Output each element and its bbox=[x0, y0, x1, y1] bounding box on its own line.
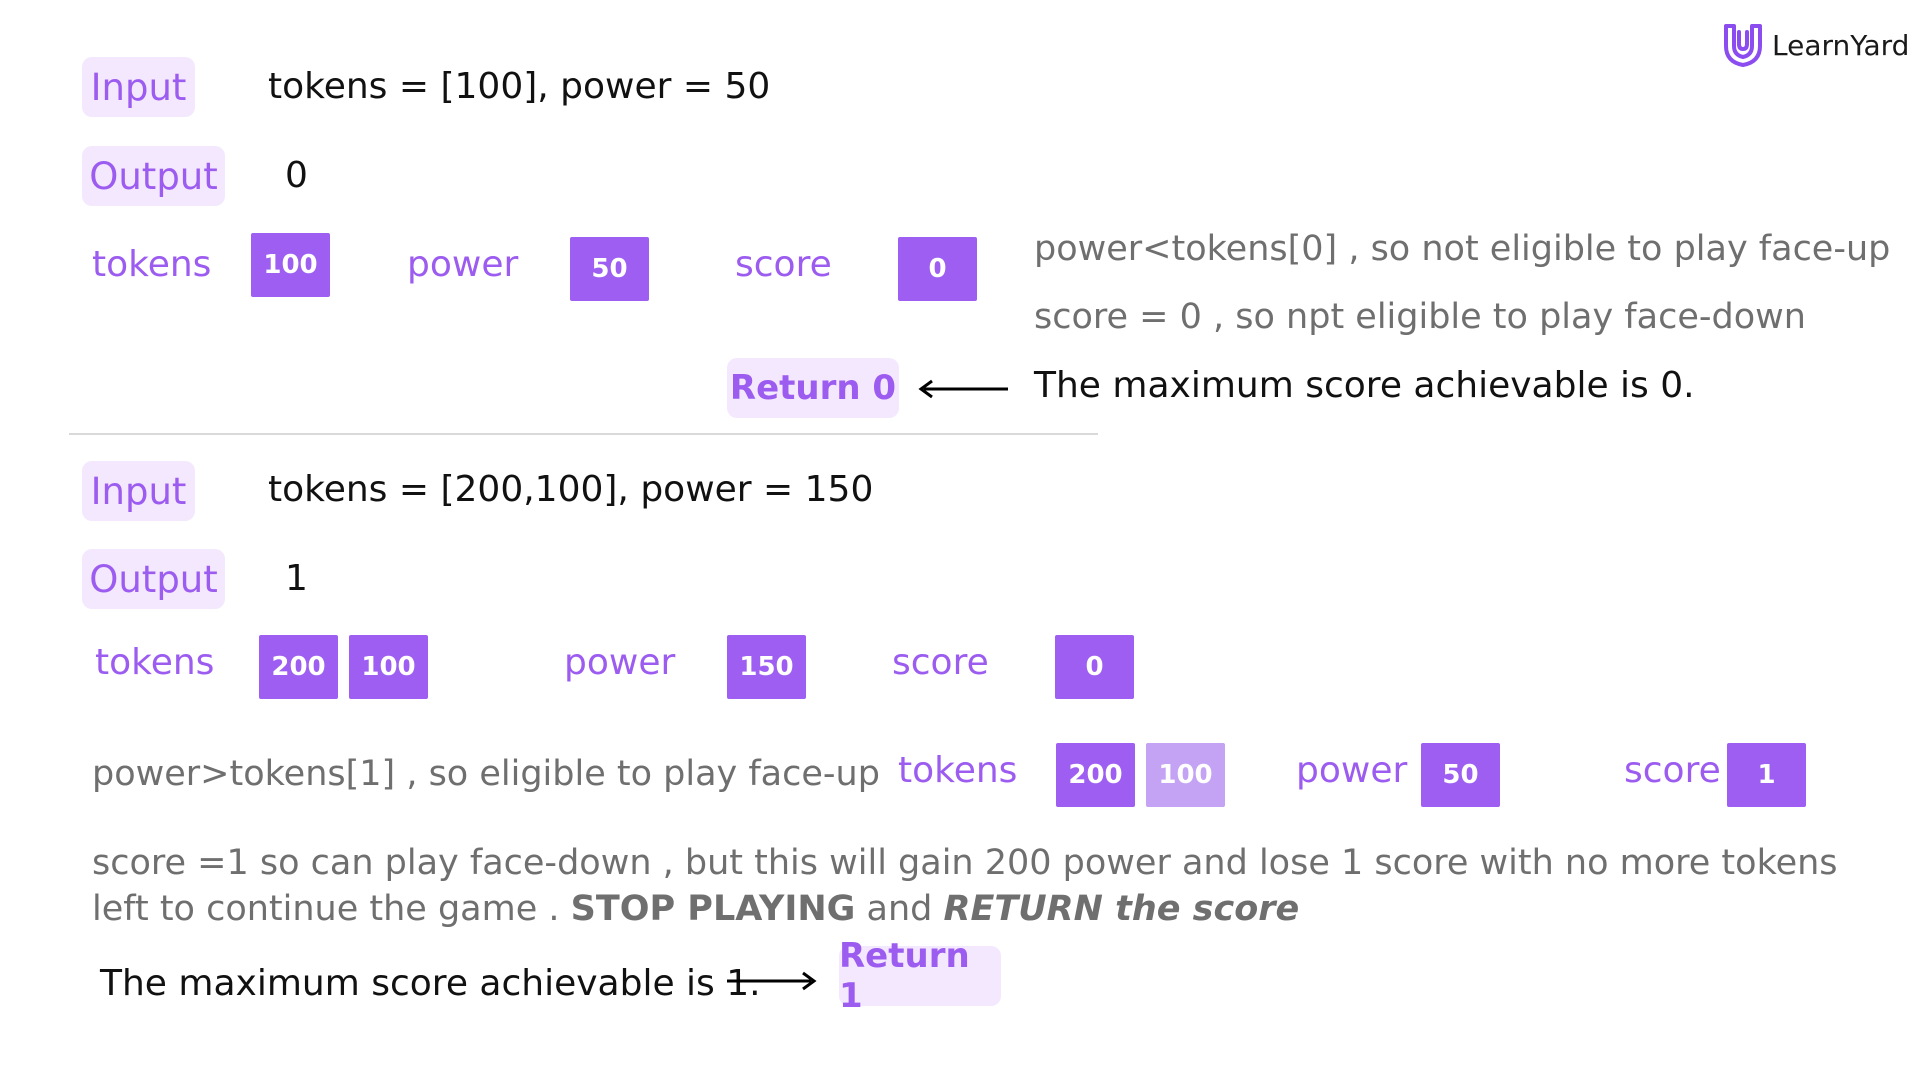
score-label-1: score bbox=[735, 244, 832, 285]
after-power-label: power bbox=[1296, 750, 1408, 791]
token-cell-2-0: 200 bbox=[259, 635, 338, 699]
after-token-cell-0: 200 bbox=[1056, 743, 1135, 807]
output-value-2: 1 bbox=[285, 558, 308, 599]
section-divider bbox=[69, 433, 1098, 435]
score-value-1: 0 bbox=[898, 237, 977, 301]
conclusion-2: The maximum score achievable is 1. bbox=[100, 963, 761, 1004]
output-label-2: Output bbox=[82, 549, 225, 609]
logo-text: LearnYard bbox=[1772, 28, 1910, 62]
return-badge-1: Return 0 bbox=[727, 358, 899, 418]
explanation-paragraph: score =1 so can play face-down , but thi… bbox=[92, 840, 1872, 932]
after-score-value: 1 bbox=[1727, 743, 1806, 807]
score-value-2: 0 bbox=[1055, 635, 1134, 699]
token-cell-1-0: 100 bbox=[251, 233, 330, 297]
after-power-value: 50 bbox=[1421, 743, 1500, 807]
input-value-1: tokens = [100], power = 50 bbox=[268, 66, 771, 107]
return-score-text: RETURN the score bbox=[943, 889, 1300, 929]
stop-playing-text: STOP PLAYING bbox=[570, 889, 856, 929]
output-value-1: 0 bbox=[285, 155, 308, 196]
output-label-1: Output bbox=[82, 146, 225, 206]
after-tokens-label: tokens bbox=[898, 750, 1018, 791]
learnyard-logo: LearnYard bbox=[1722, 22, 1909, 68]
input-label-2: Input bbox=[82, 461, 195, 521]
input-value-2: tokens = [200,100], power = 150 bbox=[268, 469, 874, 510]
note-faceup-1: power<tokens[0] , so not eligible to pla… bbox=[1034, 229, 1891, 269]
power-value-1: 50 bbox=[570, 237, 649, 301]
tokens-label-2: tokens bbox=[95, 642, 215, 683]
note-faceup-2: power>tokens[1] , so eligible to play fa… bbox=[92, 754, 880, 794]
input-label-1: Input bbox=[82, 57, 195, 117]
and-text: and bbox=[855, 889, 944, 929]
power-label-2: power bbox=[564, 642, 676, 683]
arrow-right-icon bbox=[727, 971, 817, 991]
power-value-2: 150 bbox=[727, 635, 806, 699]
tokens-label-1: tokens bbox=[92, 244, 212, 285]
after-score-label: score bbox=[1624, 750, 1721, 791]
arrow-left-icon bbox=[918, 379, 1008, 399]
token-cell-2-1: 100 bbox=[349, 635, 428, 699]
after-token-cell-1-used: 100 bbox=[1146, 743, 1225, 807]
learnyard-logo-icon bbox=[1724, 24, 1762, 67]
power-label-1: power bbox=[407, 244, 519, 285]
explanation-text: score =1 so can play face-down , but thi… bbox=[92, 843, 1838, 929]
score-label-2: score bbox=[892, 642, 989, 683]
conclusion-1: The maximum score achievable is 0. bbox=[1034, 365, 1695, 406]
return-badge-2: Return 1 bbox=[839, 936, 1001, 1016]
note-facedown-1: score = 0 , so npt eligible to play face… bbox=[1034, 297, 1806, 337]
